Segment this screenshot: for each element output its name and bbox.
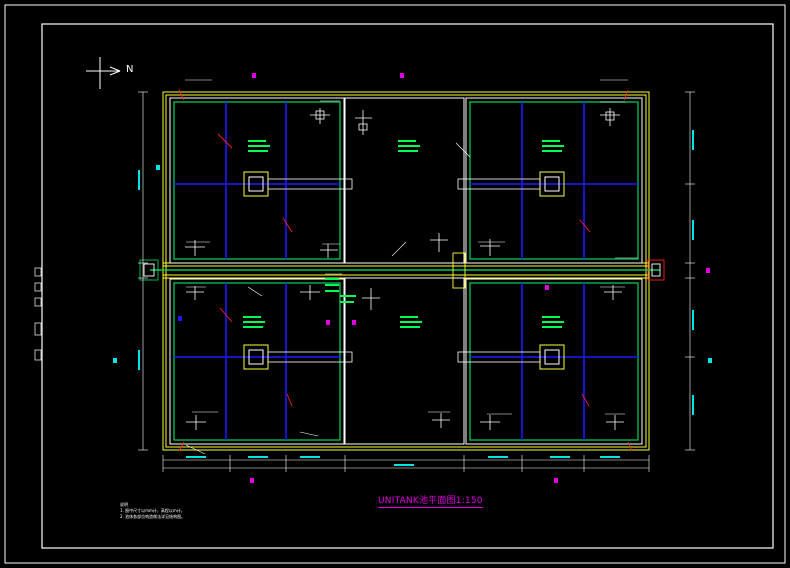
dimension-lines: [138, 91, 695, 472]
basin-bottom-right: [465, 278, 643, 445]
section-markers: [113, 73, 712, 483]
red-callouts: [178, 89, 633, 452]
aeration-pipes: [174, 102, 638, 440]
basin-top-left: [169, 97, 345, 264]
north-arrow-icon: [86, 57, 121, 89]
sheet-inner-frame: [41, 23, 774, 549]
north-label: N: [126, 64, 134, 75]
note-line: 1. 图中尺寸以mm计，高程以m计。: [120, 508, 185, 513]
drawing-notes: 说明 1. 图中尺寸以mm计，高程以m计。 2. 池体各部位构造做法详见结构图。: [120, 502, 185, 520]
tank-outer-wall: [162, 91, 650, 451]
equipment-labels: [243, 140, 564, 328]
basin-bottom-left: [169, 278, 345, 445]
basin-top-right: [465, 97, 643, 264]
side-legend-boxes: [34, 267, 42, 361]
leader-lines: [185, 79, 638, 455]
note-line: 2. 池体各部位构造做法详见结构图。: [120, 514, 186, 519]
pit-channels: [267, 178, 541, 363]
sheet-border: [4, 4, 786, 564]
notes-heading: 说明: [120, 502, 128, 507]
dimension-text-marks: [138, 130, 694, 466]
valve-symbols: [185, 108, 624, 430]
middle-chamber: [344, 97, 465, 445]
drawing-title: UNITANK池平面图1:150: [378, 493, 483, 508]
inlet-outlet-stubs: [139, 252, 665, 289]
